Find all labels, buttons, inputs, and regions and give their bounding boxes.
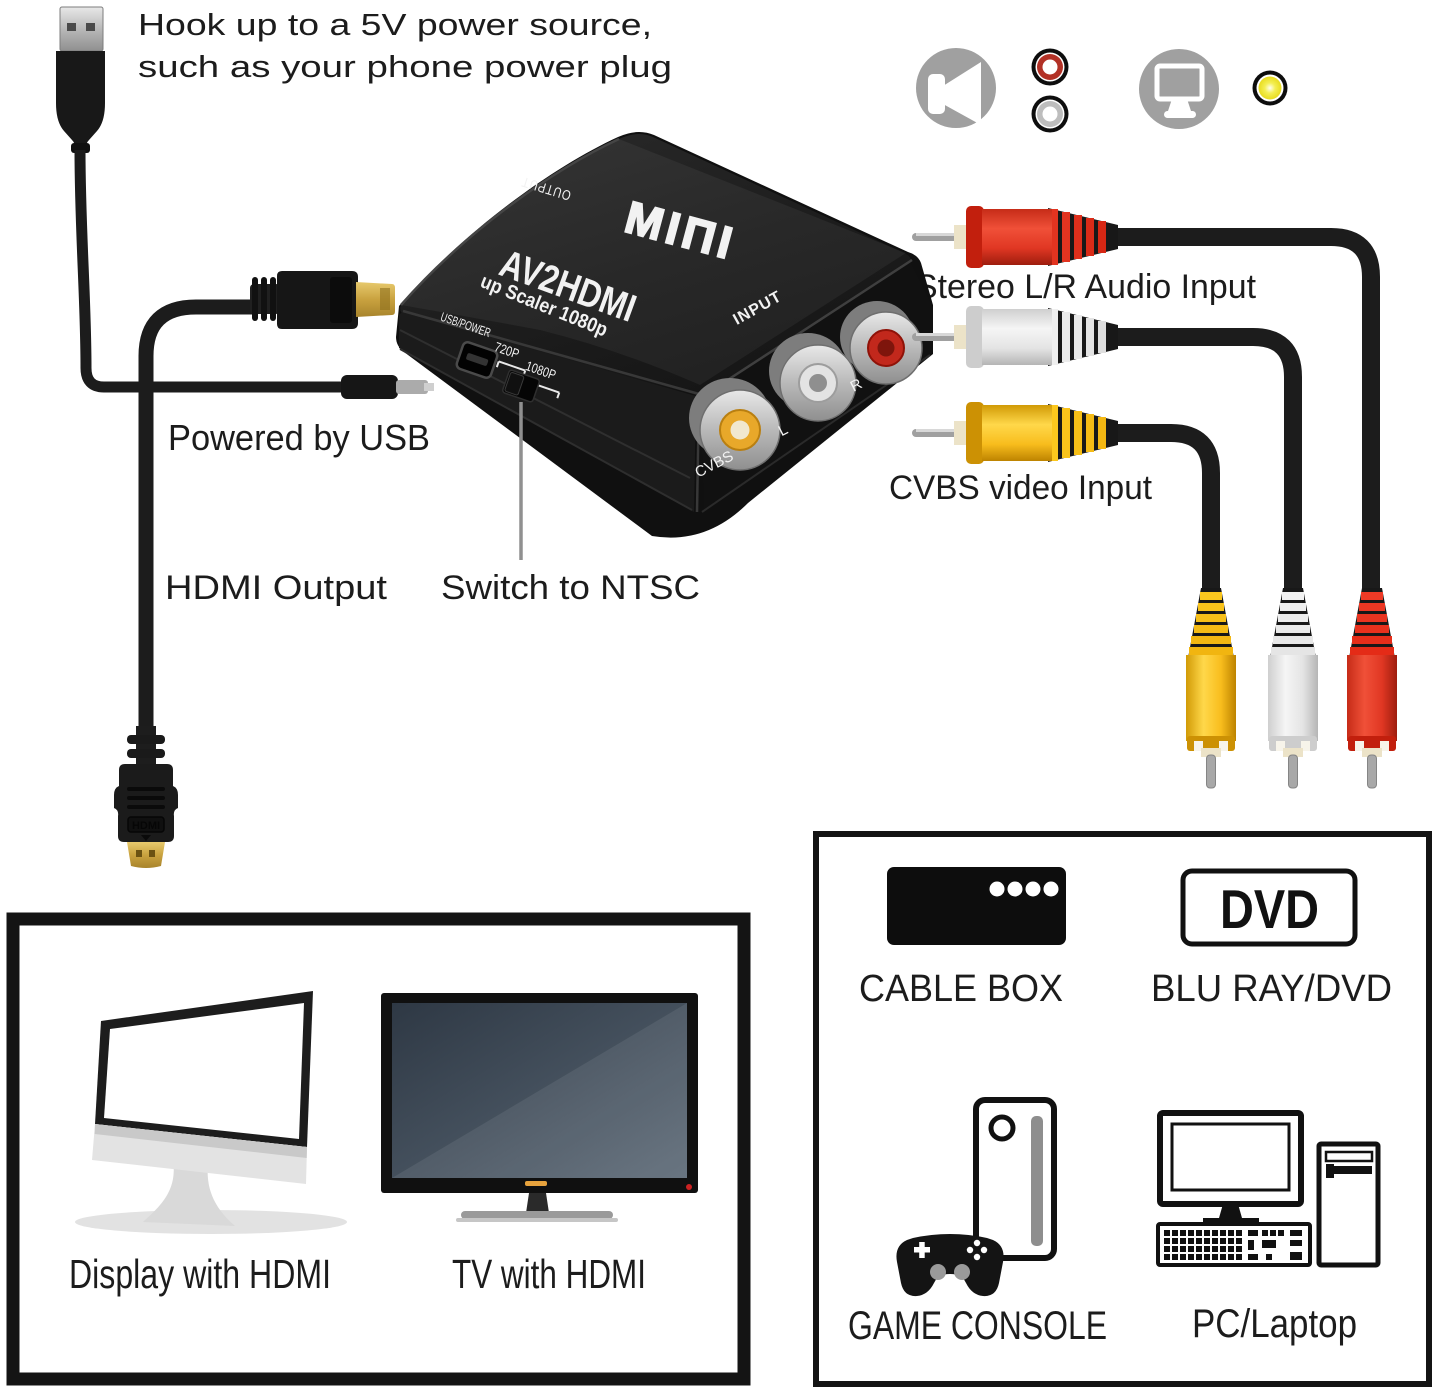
svg-text:CVBS video Input: CVBS video Input [889, 469, 1153, 507]
svg-text:BLU RAY/DVD: BLU RAY/DVD [1151, 968, 1392, 1010]
svg-text:CABLE BOX: CABLE BOX [859, 968, 1063, 1010]
svg-text:Stereo L/R Audio Input: Stereo L/R Audio Input [915, 268, 1257, 306]
svg-text:GAME CONSOLE: GAME CONSOLE [848, 1304, 1107, 1348]
svg-text:DVD: DVD [1220, 878, 1319, 940]
svg-text:TV with HDMI: TV with HDMI [452, 1251, 646, 1297]
svg-text:PC/Laptop: PC/Laptop [1192, 1302, 1357, 1346]
svg-text:HDMI: HDMI [132, 820, 160, 832]
svg-text:Hook up to a 5V power source,: Hook up to a 5V power source, [138, 7, 652, 42]
svg-text:HDMI Output: HDMI Output [165, 569, 388, 607]
svg-text:Switch to NTSC: Switch to NTSC [441, 569, 700, 607]
svg-text:Display with HDMI: Display with HDMI [69, 1251, 331, 1297]
svg-text:Powered by USB: Powered by USB [168, 417, 430, 458]
svg-text:such as your phone power plug: such as your phone power plug [138, 49, 672, 84]
